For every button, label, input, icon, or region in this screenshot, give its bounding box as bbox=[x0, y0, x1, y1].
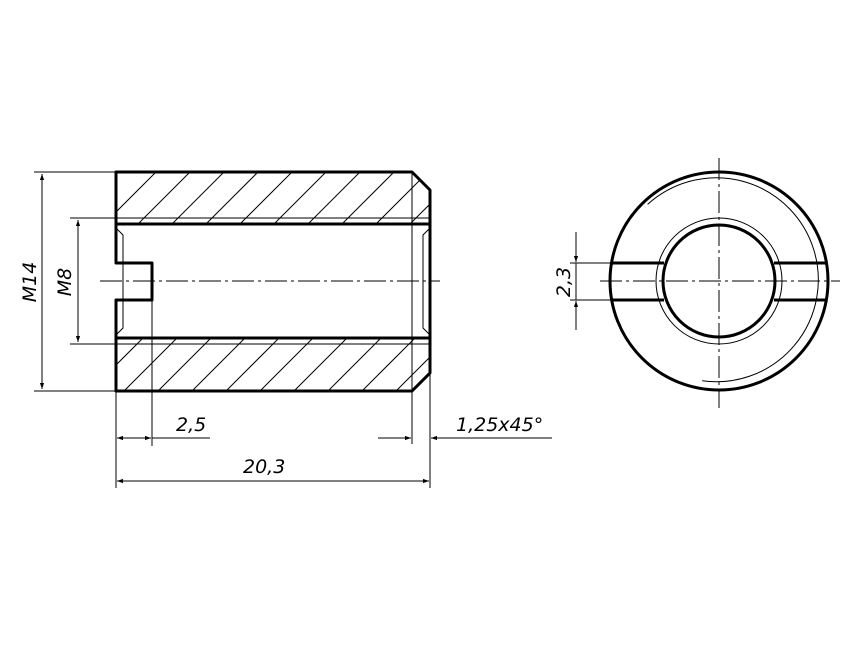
hatch-bottom bbox=[116, 338, 430, 391]
dimensions: M14 M8 2,5 1,25x45° 20,3 bbox=[19, 171, 552, 488]
dim-label-2-3: 2,3 bbox=[553, 267, 575, 297]
thread-chamfer-left bbox=[115, 227, 124, 336]
dim-label-m8: M8 bbox=[54, 268, 76, 296]
dim-label-2-5: 2,5 bbox=[176, 414, 206, 436]
section-view bbox=[100, 170, 440, 393]
dim-label-20-3: 20,3 bbox=[243, 456, 285, 478]
hatch-top bbox=[116, 172, 430, 224]
dim-label-chamfer: 1,25x45° bbox=[456, 414, 543, 436]
dimension-2-3: 2,3 bbox=[553, 232, 611, 330]
outer-thread-arc bbox=[647, 177, 819, 383]
end-view bbox=[600, 158, 840, 408]
dim-label-m14: M14 bbox=[19, 262, 41, 303]
